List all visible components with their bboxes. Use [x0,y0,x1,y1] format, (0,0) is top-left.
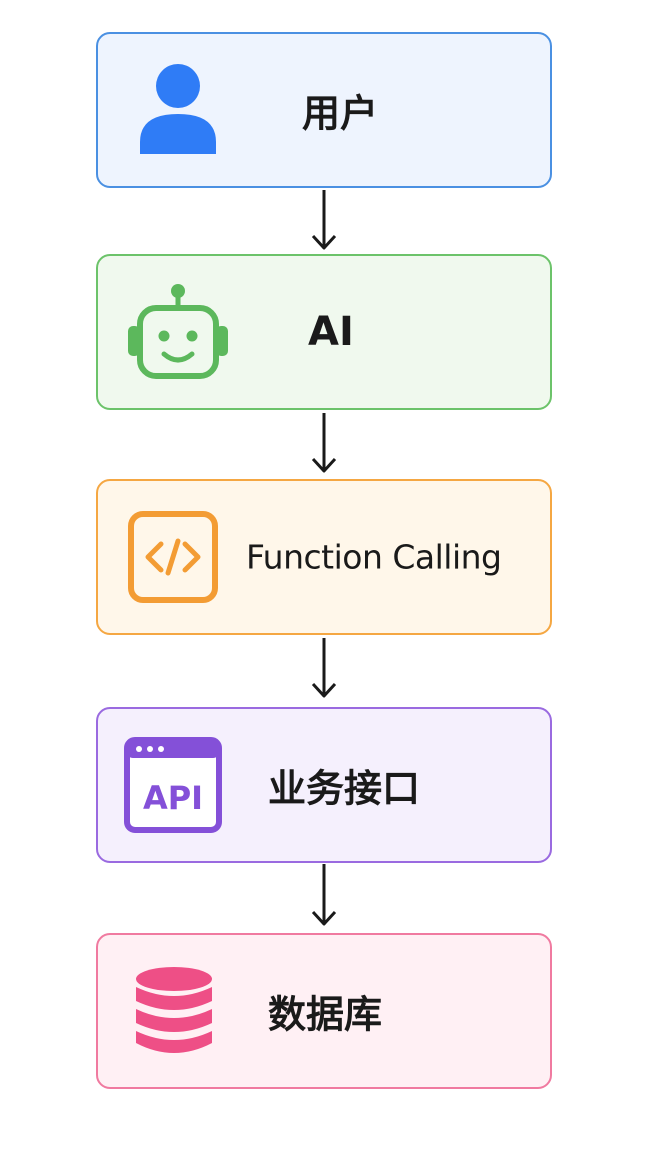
ai-node: AI [96,254,552,410]
flow-arrow-2 [311,413,337,473]
function-calling-node: Function Calling [96,479,552,635]
database-node: 数据库 [96,933,552,1089]
flow-arrow-4 [311,864,337,926]
code-icon [128,511,218,603]
node-label-business-api: 业务接口 [268,766,421,811]
node-label-function-calling: Function Calling [246,537,502,577]
user-icon [140,64,216,154]
business-api-node: API 业务接口 [96,707,552,863]
database-icon [136,967,212,1053]
node-label-database: 数据库 [268,992,383,1037]
flow-arrow-1 [311,190,337,250]
node-label-ai: AI [308,309,354,355]
api-window-icon: API [124,737,222,833]
flow-arrow-3 [311,638,337,698]
robot-icon [128,284,228,379]
node-label-user: 用户 [302,91,379,136]
api-icon-text: API [143,779,203,817]
user-node: 用户 [96,32,552,188]
